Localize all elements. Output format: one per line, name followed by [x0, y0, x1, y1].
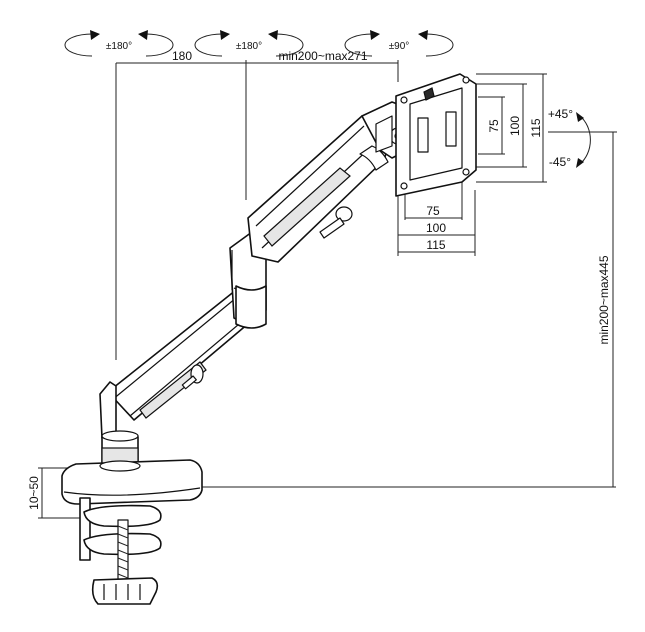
- vesa-screw-hole: [462, 76, 470, 84]
- vesa-horizontal-dimensions: 75 100 115: [397, 175, 476, 256]
- desk-clamp: [79, 497, 162, 605]
- rotate-arrow-icon: [418, 30, 428, 40]
- elbow-rotation-label: ±180°: [236, 41, 262, 52]
- rotate-arrow-icon: [268, 30, 278, 40]
- tilt-arrow-icon: [576, 112, 584, 122]
- rotate-arrow-icon: [138, 30, 148, 40]
- head-rotation-symbol: ±90°: [344, 30, 454, 57]
- base-rotation-symbol: ±180°: [64, 30, 174, 57]
- vesa-h-100-label: 100: [426, 221, 446, 235]
- vesa-v-115-label: 115: [529, 118, 543, 137]
- tilt-arrow-icon: [576, 158, 584, 168]
- tilt-up-label: +45°: [548, 107, 573, 121]
- rotate-arrow-icon: [370, 30, 380, 40]
- reach-dimension: 180 min200~max271: [115, 49, 399, 360]
- clamp-knob: [91, 577, 159, 605]
- height-label: min200~max445: [597, 255, 611, 344]
- clamp-label: 10~50: [27, 476, 41, 510]
- vesa-h-115-label: 115: [426, 238, 445, 252]
- rotate-arrow-icon: [220, 30, 230, 40]
- vesa-plate: [395, 73, 477, 197]
- upper-arm: [247, 115, 393, 263]
- height-dimension: min200~max445: [195, 131, 617, 488]
- vesa-screw-hole: [400, 182, 408, 190]
- vesa-v-100-label: 100: [508, 116, 522, 136]
- elbow-rotation-symbol: ±180°: [194, 30, 304, 57]
- reach-base-elbow-label: 180: [172, 49, 192, 63]
- desk-base: [61, 459, 203, 505]
- tilt-indicator: +45° -45°: [548, 107, 591, 169]
- base-rotation-label: ±180°: [106, 41, 132, 52]
- vesa-screw-hole: [400, 96, 408, 104]
- clamp-dimension: 10~50: [27, 467, 90, 519]
- head-rotation-label: ±90°: [389, 41, 410, 52]
- reach-elbow-head-label: min200~max271: [278, 49, 367, 63]
- tilt-down-label: -45°: [549, 155, 571, 169]
- vesa-vertical-dimensions: 75 100 115: [472, 73, 547, 183]
- vesa-h-75-label: 75: [426, 204, 440, 218]
- rotate-arrow-icon: [90, 30, 100, 40]
- vesa-v-75-label: 75: [487, 119, 501, 133]
- vesa-screw-hole: [462, 168, 470, 176]
